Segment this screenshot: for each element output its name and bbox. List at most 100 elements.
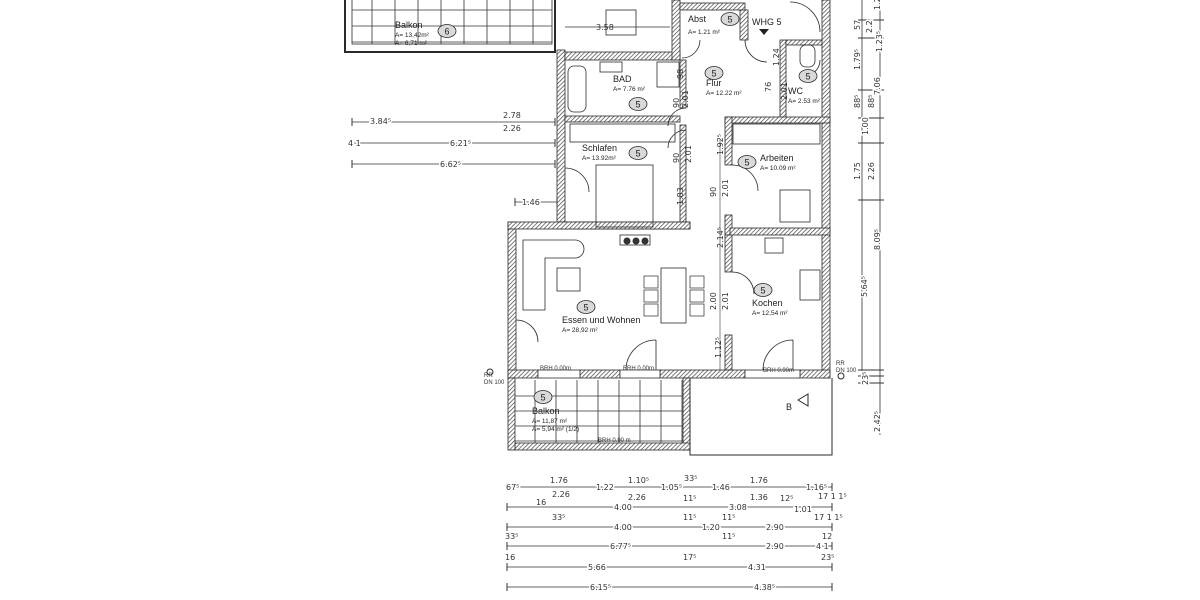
bottom-dimension: 2.26 <box>552 490 570 499</box>
wall <box>724 234 733 273</box>
room-area-bad: A= 7.76 m² <box>613 86 646 93</box>
chair <box>689 303 705 317</box>
interior-dimension: 1.12⁵ <box>714 337 723 358</box>
sill-height-label: BRH 0.00m <box>623 366 654 372</box>
section-arrow-icon <box>797 393 809 407</box>
right-dimension: 1.25 <box>873 0 882 10</box>
sill-height-label: BRH 0.00m <box>540 366 571 372</box>
left-dimension: 2.26 <box>503 124 521 133</box>
balcony-top-outline <box>344 0 556 53</box>
bottom-dimension: 33⁵ <box>552 513 565 522</box>
room-badge-number: 5 <box>744 157 749 167</box>
room-badge-number: 5 <box>635 148 640 158</box>
bottom-dimension: 5.66 <box>588 563 606 572</box>
toilet <box>799 44 816 68</box>
room-area-essen-wohnen: A= 28,92 m² <box>562 327 598 334</box>
left-dimension: 3.84⁵ <box>370 117 391 126</box>
room-name-balkon-top: Balkon <box>395 20 423 30</box>
left-dimension: 4 1 <box>348 139 361 148</box>
door-swing <box>744 39 768 63</box>
bottom-dimension: 1.76 <box>750 476 768 485</box>
right-dimension: 1.79⁵ <box>853 49 862 70</box>
room-badge <box>704 66 724 80</box>
interior-dimension: 3.58 <box>596 23 614 32</box>
bottom-dimension: 4.38⁵ <box>754 583 775 592</box>
bottom-dimension: 11⁵ <box>722 532 735 541</box>
right-dimension: 2.42⁵ <box>873 411 882 432</box>
wall <box>679 2 746 11</box>
right-dimension: 8.09⁵ <box>873 229 882 250</box>
bottom-dimension: 11⁵ <box>683 513 696 522</box>
room-name-wc: WC <box>788 86 803 96</box>
bottom-dimension: 1.16⁵ <box>806 483 827 492</box>
bottom-dimension: 4 1 <box>816 542 829 551</box>
right-dimension: 88⁵ <box>867 95 876 108</box>
coffee-table <box>556 267 581 292</box>
walls <box>344 0 833 456</box>
wall <box>682 377 691 451</box>
door-swing <box>667 129 687 149</box>
interior-dimension: 2.01 <box>721 292 730 310</box>
wall <box>799 369 831 379</box>
fireplace-burner <box>641 237 649 245</box>
bottom-dimension: 17 1 1⁵ <box>818 492 847 501</box>
bottom-dimension: 1.76 <box>550 476 568 485</box>
interior-dimension: 1.24 <box>772 48 781 66</box>
room-area-balkon-bottom: A= 11,87 m² <box>532 418 568 425</box>
door-swing <box>667 107 687 127</box>
chair <box>643 289 659 303</box>
bottom-dimension: 2.90 <box>766 542 784 551</box>
room-name-abst: Abst <box>688 14 707 24</box>
bottom-dimension: 11⁵ <box>683 494 696 503</box>
room-area-flur: A= 12.22 m² <box>706 90 742 97</box>
room-badge <box>576 300 596 314</box>
room-name-arbeiten: Arbeiten <box>760 153 794 163</box>
interior-dimension: 1.83 <box>676 187 685 205</box>
chair <box>689 275 705 289</box>
room-area-balkon-top: A= 13,42m² <box>395 32 430 39</box>
door-swing <box>789 1 821 33</box>
bottom-dimension: 1.22 <box>596 483 614 492</box>
fireplace <box>619 234 651 246</box>
wall <box>724 116 733 166</box>
right-dimension: 7.06 <box>873 77 882 95</box>
bottom-dimension: 33⁵ <box>505 532 518 541</box>
drain-pipe-icon <box>837 372 845 380</box>
room-badge-number: 6 <box>444 26 449 36</box>
doors <box>515 1 821 371</box>
room-name-bad: BAD <box>613 74 632 84</box>
washbasin <box>599 61 623 73</box>
interior-dimension: 2.01 <box>780 82 789 100</box>
left-dimension: 1.46 <box>522 198 540 207</box>
room-badge <box>720 12 740 26</box>
interior-dimension: 2.01 <box>681 90 690 108</box>
wall <box>821 0 831 379</box>
interior-dimension: 2.14⁵ <box>716 227 725 248</box>
bottom-dimension: 17 1 1⁵ <box>814 513 843 522</box>
bottom-dimension: 3.08 <box>729 503 747 512</box>
wall <box>507 221 691 230</box>
room-badge <box>737 155 757 169</box>
desk <box>779 189 811 223</box>
interior-dimension: 76 <box>764 82 773 92</box>
wardrobe <box>569 123 676 143</box>
sill-height-label: BRH 0.90 m <box>598 438 631 444</box>
left-dimension: 6.21⁵ <box>450 139 471 148</box>
wall <box>739 9 749 41</box>
room-name-essen-wohnen: Essen und Wohnen <box>562 315 640 325</box>
wall <box>564 115 681 123</box>
interior-dimension: 98 <box>676 69 685 79</box>
room-badge <box>628 146 648 160</box>
room-badge-number: 5 <box>727 14 732 24</box>
bottom-dimension: 33⁵ <box>684 474 697 483</box>
drain-pipe-icon <box>486 368 494 376</box>
room-area2-balkon-bottom: A= 5,94 m² (1/2) <box>532 426 579 433</box>
door-swing <box>762 339 794 371</box>
chair <box>643 275 659 289</box>
bottom-dimension: 67⁵ <box>506 483 519 492</box>
interior-dimension: 2.00 <box>709 292 718 310</box>
wall <box>564 51 681 61</box>
room-badge-number: 5 <box>540 392 545 402</box>
interior-dimension: 2.01 <box>684 145 693 163</box>
